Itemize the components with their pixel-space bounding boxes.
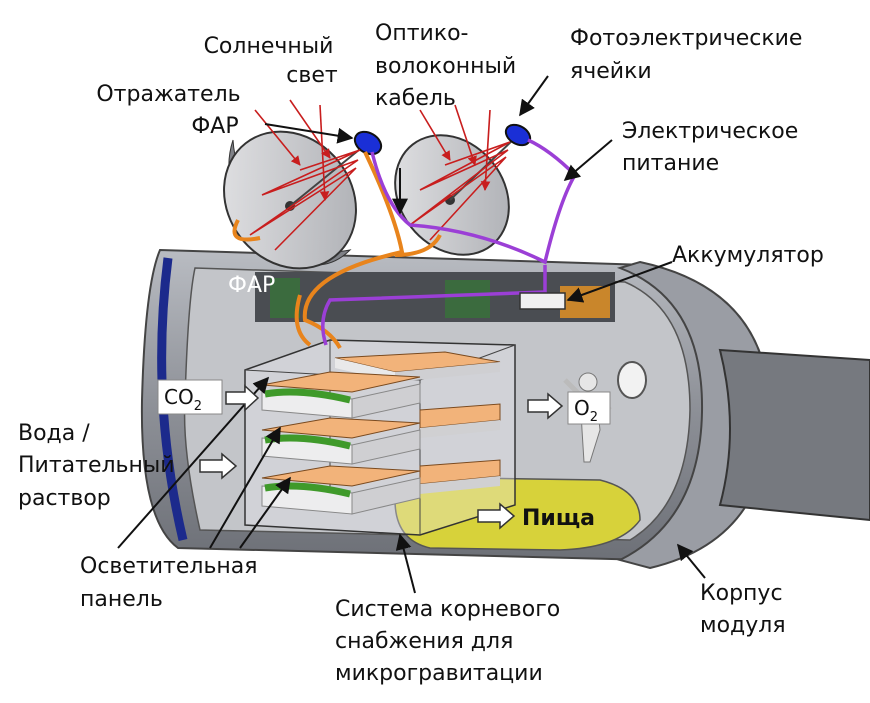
flow-arrows	[199, 384, 564, 530]
label-fiber-cable: Оптико- волоконный кабель	[375, 21, 523, 111]
label-sunlight: Солнечный свет	[204, 34, 341, 88]
label-co2: CO2	[164, 385, 202, 414]
tray-back-3	[419, 459, 501, 494]
label-root-system: Система корневого снабжения для микрогра…	[335, 597, 567, 686]
label-photocells: Фотоэлектрические ячейки	[570, 26, 809, 84]
tray-back-2	[419, 403, 501, 438]
label-reflector: Отражатель ФАР	[96, 82, 247, 139]
porthole	[617, 361, 647, 399]
tray-front-1	[261, 371, 421, 419]
label-par: ФАР	[228, 273, 275, 298]
label-water: Вода / Питательный раствор	[18, 421, 182, 511]
docking-port	[718, 348, 870, 522]
label-battery: Аккумулятор	[672, 243, 824, 268]
label-hull: Корпус модуля	[700, 581, 790, 638]
co2-label-box	[157, 379, 223, 415]
pointer-arrows	[117, 75, 706, 594]
label-light-panel: Осветительная панель	[80, 554, 265, 612]
ceiling-green-unit-2	[445, 280, 490, 318]
o2-label-box	[567, 391, 611, 425]
module-hull	[140, 248, 870, 570]
label-o2: O2	[574, 396, 598, 425]
sunlight-rays	[249, 99, 511, 251]
ceiling-orange-unit	[560, 286, 610, 318]
battery-icon	[519, 292, 566, 310]
label-power: Электрическое питание	[622, 119, 805, 176]
growth-rack	[244, 339, 516, 536]
fiber-optic-cables	[232, 151, 442, 350]
photocell-left-icon	[353, 130, 383, 156]
label-food: Пища	[522, 506, 595, 531]
